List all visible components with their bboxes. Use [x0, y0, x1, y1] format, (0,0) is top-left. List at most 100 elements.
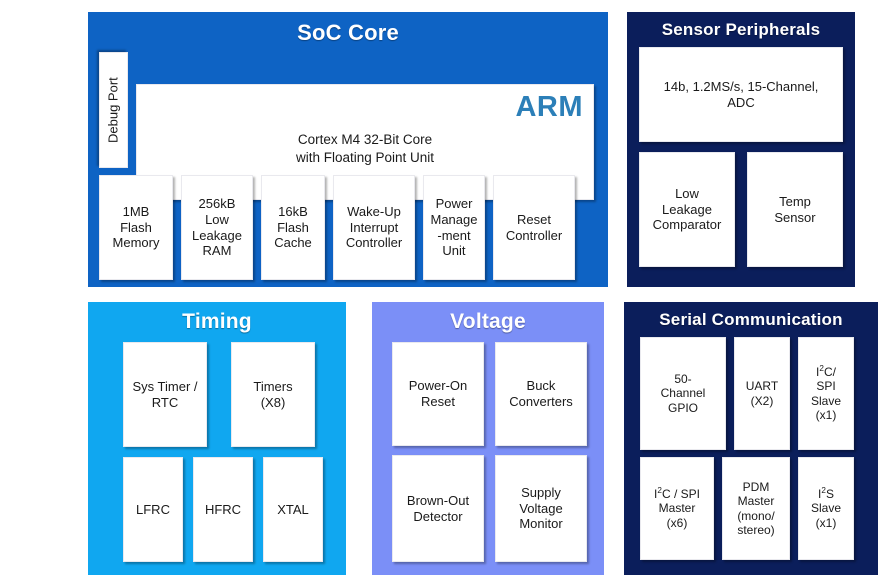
- panel-title-sensor-peripherals: Sensor Peripherals: [661, 20, 821, 39]
- text-line-0: 16kB: [278, 203, 308, 219]
- text-line-1: (X8): [260, 394, 286, 410]
- text-line-1: Interrupt: [349, 219, 399, 235]
- text-line-2: (mono/: [737, 508, 775, 523]
- timers-text: Timers(X8): [253, 379, 292, 411]
- text-line-1: Voltage: [519, 500, 563, 516]
- panel-soc-core: SoC Core Debug Port ARM Cortex M4 32-Bit…: [88, 12, 608, 287]
- text-line-0: Brown-Out: [406, 492, 470, 508]
- text-line-2: (x1): [815, 515, 837, 530]
- text-line-1: Flash: [277, 219, 309, 235]
- text-line-2: Controller: [345, 235, 403, 251]
- text-line-2: GPIO: [667, 400, 698, 415]
- text-line-0: Supply: [521, 484, 561, 500]
- block-xtal: XTAL: [263, 457, 323, 562]
- text-line-0: Timers: [253, 378, 293, 394]
- text-line-2: Memory: [112, 235, 160, 251]
- text-line-1: RTC: [151, 394, 179, 410]
- cpu-core-text: Cortex M4 32-Bit Core with Floating Poin…: [137, 131, 593, 167]
- text-line-0: Temp: [779, 193, 811, 209]
- text-line-0: Wake-Up: [347, 203, 401, 219]
- panel-title-voltage: Voltage: [450, 310, 526, 333]
- panel-title-soc-core: SoC Core: [297, 20, 399, 45]
- text-line-2: (x6): [666, 515, 688, 530]
- text-line-0: Power: [435, 195, 473, 211]
- text-line-0: Power-On: [408, 378, 468, 394]
- text-line-1: Controller: [505, 227, 563, 243]
- text-line-2: Monitor: [519, 516, 563, 532]
- text-line-0: I2C/: [816, 363, 836, 379]
- block-uart: UART(X2): [734, 337, 790, 450]
- text-line-2: Leakage: [192, 227, 242, 243]
- panel-timing: Timing Sys Timer /RTC Timers(X8) LFRC HF…: [88, 302, 346, 575]
- text-line-2: Comparator: [652, 217, 722, 233]
- text-line-3: Unit: [442, 243, 466, 259]
- panel-sensor-peripherals: Sensor Peripherals 14b, 1.2MS/s, 15-Chan…: [627, 12, 855, 287]
- text-line-1: Leakage: [662, 201, 712, 217]
- cpu-core-line1: Cortex M4 32-Bit Core: [297, 132, 433, 147]
- text-line-0: Buck: [526, 378, 556, 394]
- superscript: 2: [657, 485, 662, 495]
- sys-timer-rtc-text: Sys Timer /RTC: [132, 379, 197, 411]
- adc-line1: 14b, 1.2MS/s, 15-Channel,: [663, 78, 819, 94]
- text-line-1: Manage: [430, 211, 478, 227]
- text-line-1: Slave: [810, 501, 842, 516]
- text-line-1: Master: [658, 501, 696, 516]
- xtal-label: XTAL: [277, 501, 309, 517]
- text-line-1: Master: [737, 494, 775, 509]
- text-line-0: PDM: [742, 479, 770, 494]
- block-lfrc: LFRC: [123, 457, 183, 562]
- text-line-0: 50-: [674, 371, 692, 386]
- text-line-3: RAM: [202, 243, 232, 259]
- block-adc: 14b, 1.2MS/s, 15-Channel, ADC: [639, 47, 843, 142]
- text-line-3: stereo): [737, 522, 775, 537]
- lfrc-label: LFRC: [136, 501, 170, 517]
- superscript: 2: [821, 485, 826, 495]
- hfrc-label: HFRC: [204, 501, 242, 517]
- text-line-1: Sensor: [774, 209, 816, 225]
- adc-line2: ADC: [727, 94, 755, 110]
- text-line-2: -ment: [437, 227, 471, 243]
- text-line-1: Channel: [660, 386, 706, 401]
- text-line-1: Low: [205, 211, 229, 227]
- text-line-0: I2C / SPI: [654, 485, 700, 501]
- cpu-core-line2: with Floating Point Unit: [295, 150, 435, 166]
- text-line-0: Low: [675, 185, 699, 201]
- text-line-0: 1MB: [122, 203, 150, 219]
- text-line-0: Reset: [517, 211, 551, 227]
- text-line-3: (x1): [815, 407, 837, 422]
- text-line-1: Reset: [421, 394, 455, 409]
- text-line-1: (X2): [750, 393, 774, 408]
- block-timers: Timers(X8): [231, 342, 315, 447]
- debug-port-label: Debug Port: [105, 77, 121, 143]
